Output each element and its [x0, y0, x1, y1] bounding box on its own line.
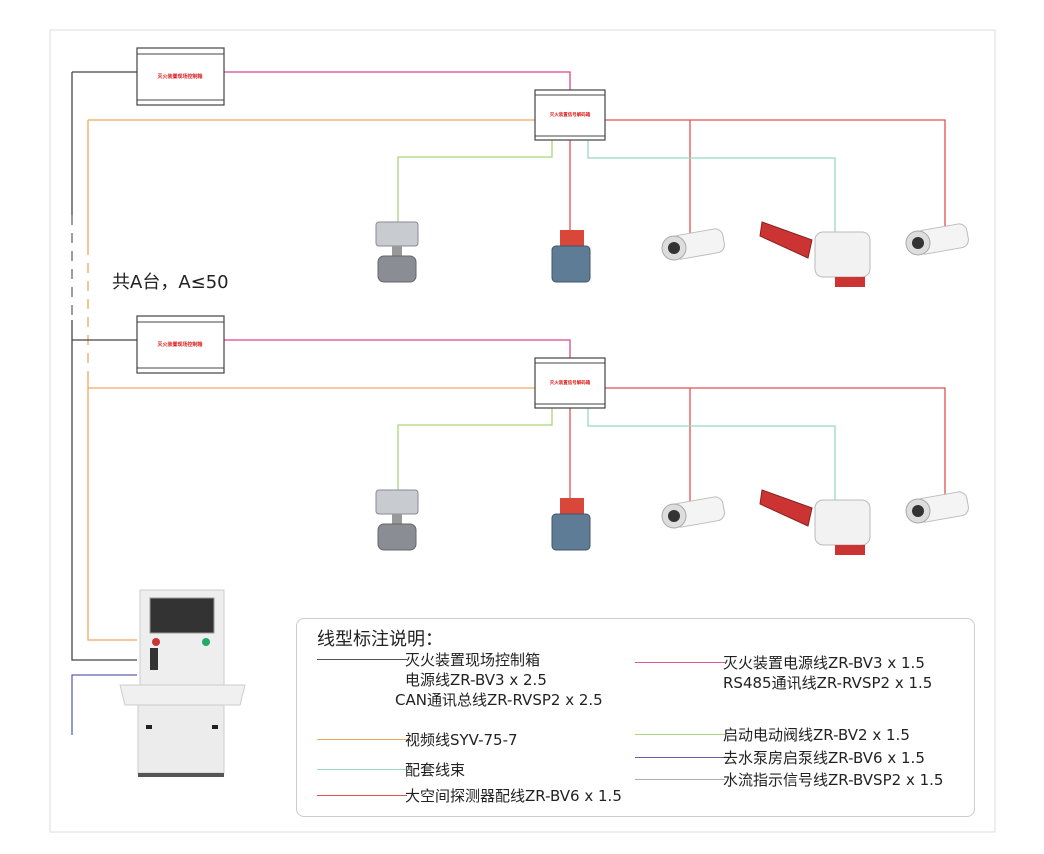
- pump-start-wire: [71, 674, 137, 735]
- decoder-box: 灭火装置信号解码箱: [534, 357, 606, 409]
- decoder-box-title: 灭火装置信号解码箱: [550, 379, 591, 386]
- cannon-nozzle: [759, 221, 813, 259]
- legend-label: 电源线ZR-BV3 x 2.5: [405, 671, 547, 689]
- electric-valve: [375, 221, 419, 283]
- decoder-box: 灭火装置信号解码箱: [534, 89, 606, 141]
- camera-lens: [912, 505, 924, 517]
- power-rs485-wire: [224, 339, 571, 358]
- actuator: [375, 221, 419, 247]
- control-box-title: 灭火装置现场控制箱: [156, 73, 202, 80]
- water-flow-indicator: [551, 230, 591, 283]
- detector-wire: [605, 387, 946, 500]
- legend-label: 水流指示信号线ZR-BVSP2 x 1.5: [723, 771, 944, 789]
- fire-control-console: [119, 589, 246, 777]
- valve-wire: [397, 140, 553, 222]
- stem: [392, 246, 402, 256]
- cannon-base: [835, 545, 865, 555]
- legend-line-swatch: [635, 662, 725, 663]
- cannon-base: [835, 277, 865, 287]
- outer-frame: [49, 29, 996, 833]
- camera-lens: [912, 237, 924, 249]
- camera-lens: [668, 242, 680, 254]
- legend-line-swatch: [635, 757, 725, 758]
- cannon-nozzle: [759, 489, 813, 527]
- power-rs485-wire: [224, 71, 571, 90]
- field-control-box: 灭火装置现场控制箱: [136, 315, 225, 374]
- cannon-body: [814, 231, 871, 278]
- control-box-frame: [136, 47, 225, 106]
- detector-camera: [905, 223, 969, 256]
- legend-line-swatch: [317, 659, 407, 660]
- detector-wire: [605, 119, 946, 232]
- fire-water-cannon: [759, 489, 871, 555]
- fire-water-cannon: [759, 221, 871, 287]
- can-power-trunk: [71, 320, 137, 661]
- water-flow-indicator: [551, 498, 591, 551]
- legend-label: 灭火装置现场控制箱: [405, 651, 541, 669]
- flow-head: [560, 498, 584, 514]
- control-box-title: 灭火装置现场控制箱: [156, 341, 202, 348]
- harness-wire: [587, 408, 836, 500]
- legend-line-swatch: [317, 739, 407, 740]
- video-trunk: [87, 378, 137, 641]
- flow-body: [551, 513, 591, 551]
- valve-body: [377, 523, 417, 551]
- legend-label: 配套线束: [405, 761, 466, 779]
- legend-line-swatch: [317, 769, 407, 770]
- legend-line-swatch: [635, 779, 725, 780]
- electric-valve: [375, 489, 419, 551]
- control-box-frame: [136, 315, 225, 374]
- legend-title: 线型标注说明：: [317, 629, 443, 650]
- actuator: [375, 489, 419, 515]
- legend-label: 大空间探测器配线ZR-BV6 x 1.5: [405, 787, 622, 805]
- field-control-box: 灭火装置现场控制箱: [136, 47, 225, 106]
- valve-wire: [397, 408, 553, 490]
- camera-lens: [668, 510, 680, 522]
- harness-wire: [587, 140, 836, 232]
- unit-count-label: 共A台，A≤50: [112, 272, 229, 293]
- legend-label: 视频线SYV-75-7: [405, 731, 518, 749]
- legend-label: 灭火装置电源线ZR-BV3 x 1.5: [723, 654, 925, 672]
- legend-line-swatch: [317, 795, 407, 796]
- flow-body: [551, 245, 591, 283]
- cannon-body: [814, 499, 871, 546]
- detector-camera: [905, 491, 969, 524]
- decoder-box-frame: [534, 89, 606, 141]
- legend-label: CAN通讯总线ZR-RVSP2 x 2.5: [395, 691, 603, 709]
- detector-camera: [661, 228, 725, 261]
- decoder-box-title: 灭火装置信号解码箱: [550, 111, 591, 118]
- valve-body: [377, 255, 417, 283]
- detector-camera: [661, 496, 725, 529]
- stem: [392, 514, 402, 524]
- decoder-box-frame: [534, 357, 606, 409]
- legend-line-swatch: [635, 734, 725, 735]
- legend-label: RS485通讯线ZR-RVSP2 x 1.5: [723, 674, 933, 692]
- legend-label: 去水泵房启泵线ZR-BV6 x 1.5: [723, 749, 925, 767]
- flow-head: [560, 230, 584, 246]
- legend-label: 启动电动阀线ZR-BV2 x 1.5: [723, 726, 910, 744]
